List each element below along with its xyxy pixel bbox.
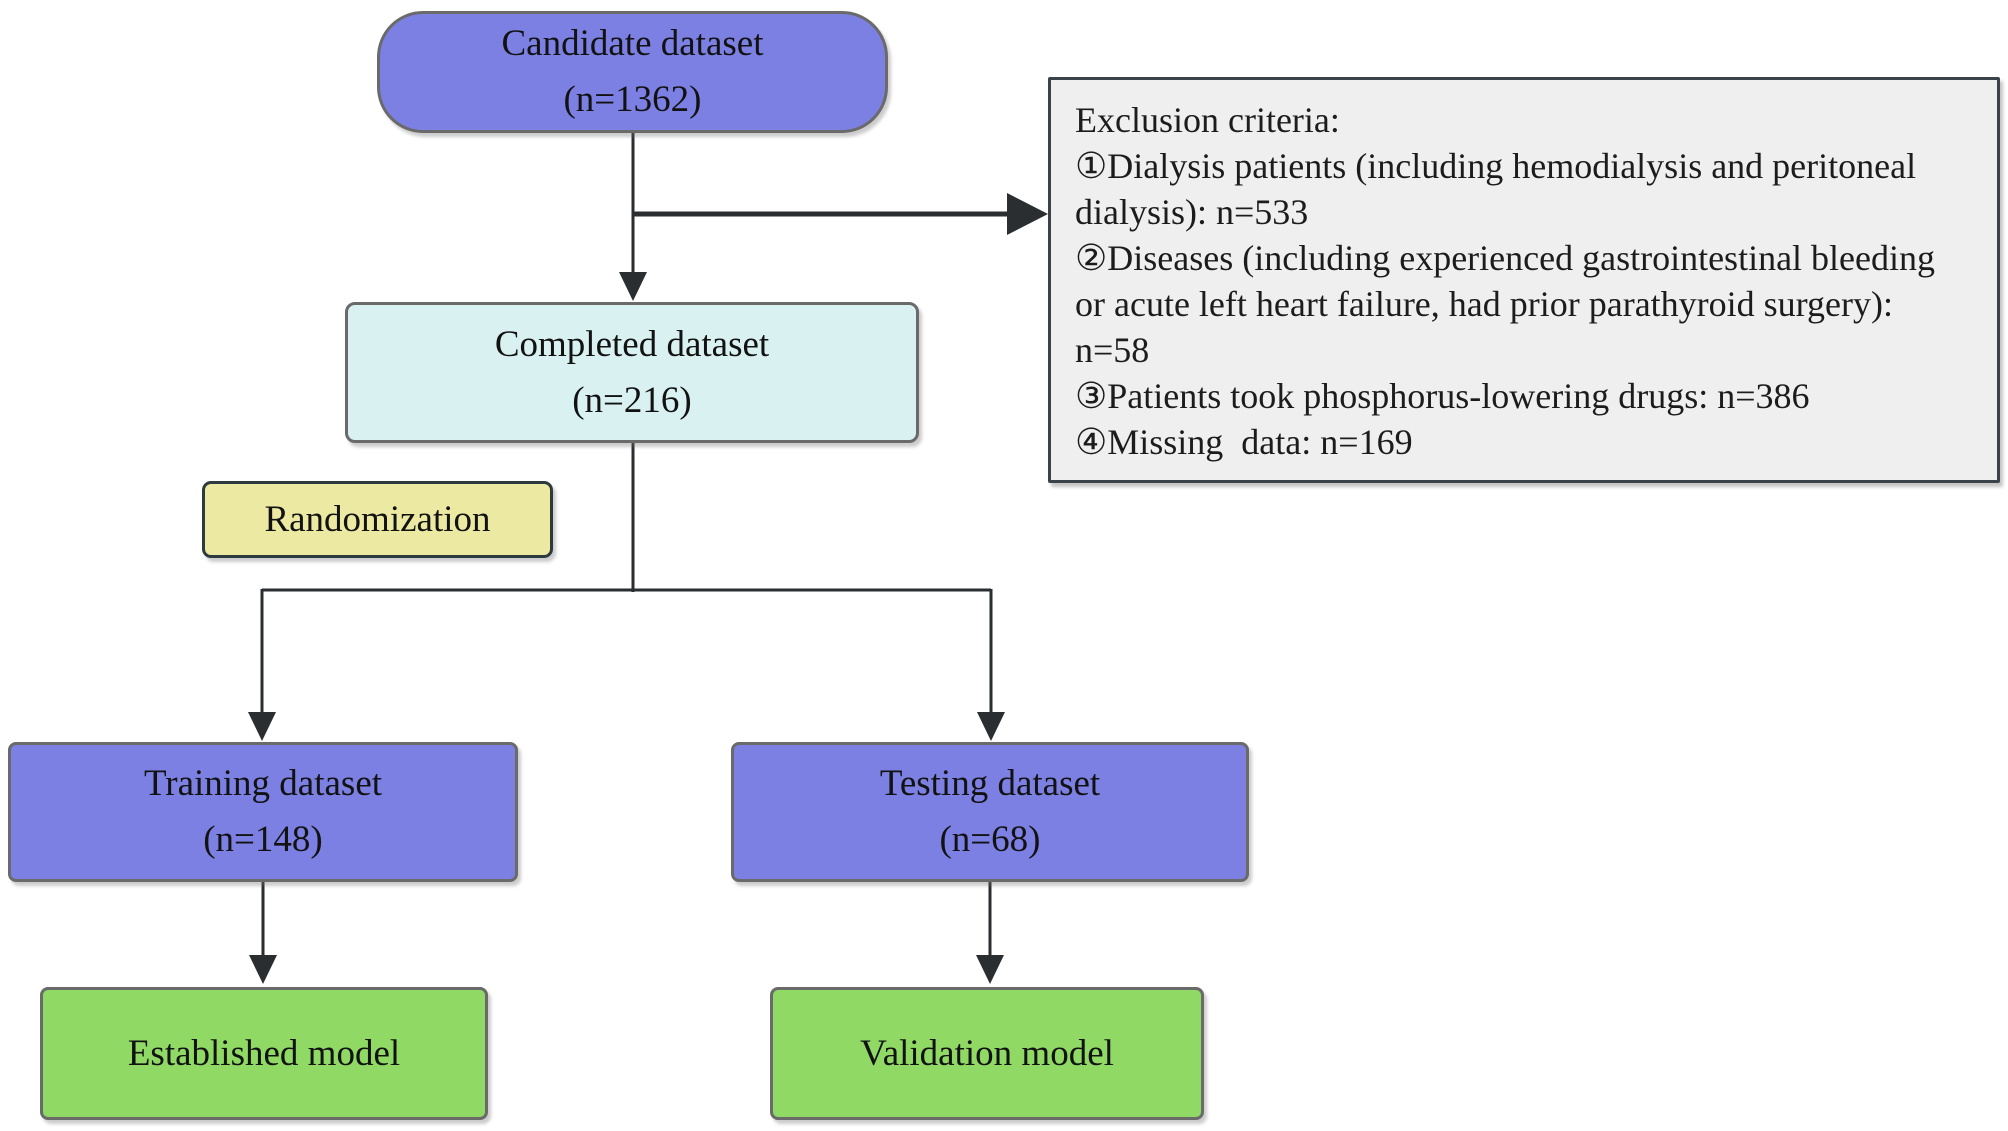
validation-label: Validation model [860, 1032, 1114, 1074]
arrowhead-down-training-icon [248, 712, 276, 741]
arrowhead-down-completed-icon [619, 272, 647, 301]
exclusion-line-4: or acute left heart failure, had prior p… [1075, 284, 1893, 324]
exclusion-line-1: ①Dialysis patients (including hemodialys… [1075, 146, 1917, 186]
exclusion-line-2: dialysis): n=533 [1075, 192, 1309, 232]
exclusion-title: Exclusion criteria: [1075, 100, 1340, 140]
completed-count: (n=216) [572, 379, 692, 421]
node-candidate-dataset: Candidate dataset (n=1362) [377, 11, 888, 133]
arrowhead-right-exclusion-icon [1007, 193, 1048, 235]
node-completed-dataset: Completed dataset (n=216) [345, 302, 919, 443]
candidate-count: (n=1362) [563, 79, 702, 120]
exclusion-line-7: ④Missing data: n=169 [1075, 422, 1413, 462]
established-label: Established model [127, 1032, 401, 1074]
training-count: (n=148) [203, 819, 323, 860]
candidate-label: Candidate dataset [501, 23, 764, 64]
arrowhead-down-established-icon [249, 955, 277, 984]
arrowhead-down-validation-icon [976, 955, 1004, 984]
exclusion-line-3: ②Diseases (including experienced gastroi… [1075, 238, 1936, 278]
completed-label: Completed dataset [494, 323, 770, 365]
node-testing-dataset: Testing dataset (n=68) [731, 742, 1249, 882]
node-training-dataset: Training dataset (n=148) [8, 742, 518, 882]
exclusion-line-5: n=58 [1075, 330, 1150, 370]
node-exclusion-criteria: Exclusion criteria: ①Dialysis patients (… [1048, 77, 2000, 483]
randomization-label: Randomization [264, 498, 491, 540]
training-label: Training dataset [143, 763, 383, 804]
testing-label: Testing dataset [879, 763, 1101, 804]
node-randomization: Randomization [202, 481, 553, 558]
arrowhead-down-testing-icon [977, 712, 1005, 741]
node-validation-model: Validation model [770, 987, 1204, 1120]
exclusion-line-6: ③Patients took phosphorus-lowering drugs… [1075, 376, 1810, 416]
testing-count: (n=68) [939, 819, 1041, 860]
node-established-model: Established model [40, 987, 488, 1120]
